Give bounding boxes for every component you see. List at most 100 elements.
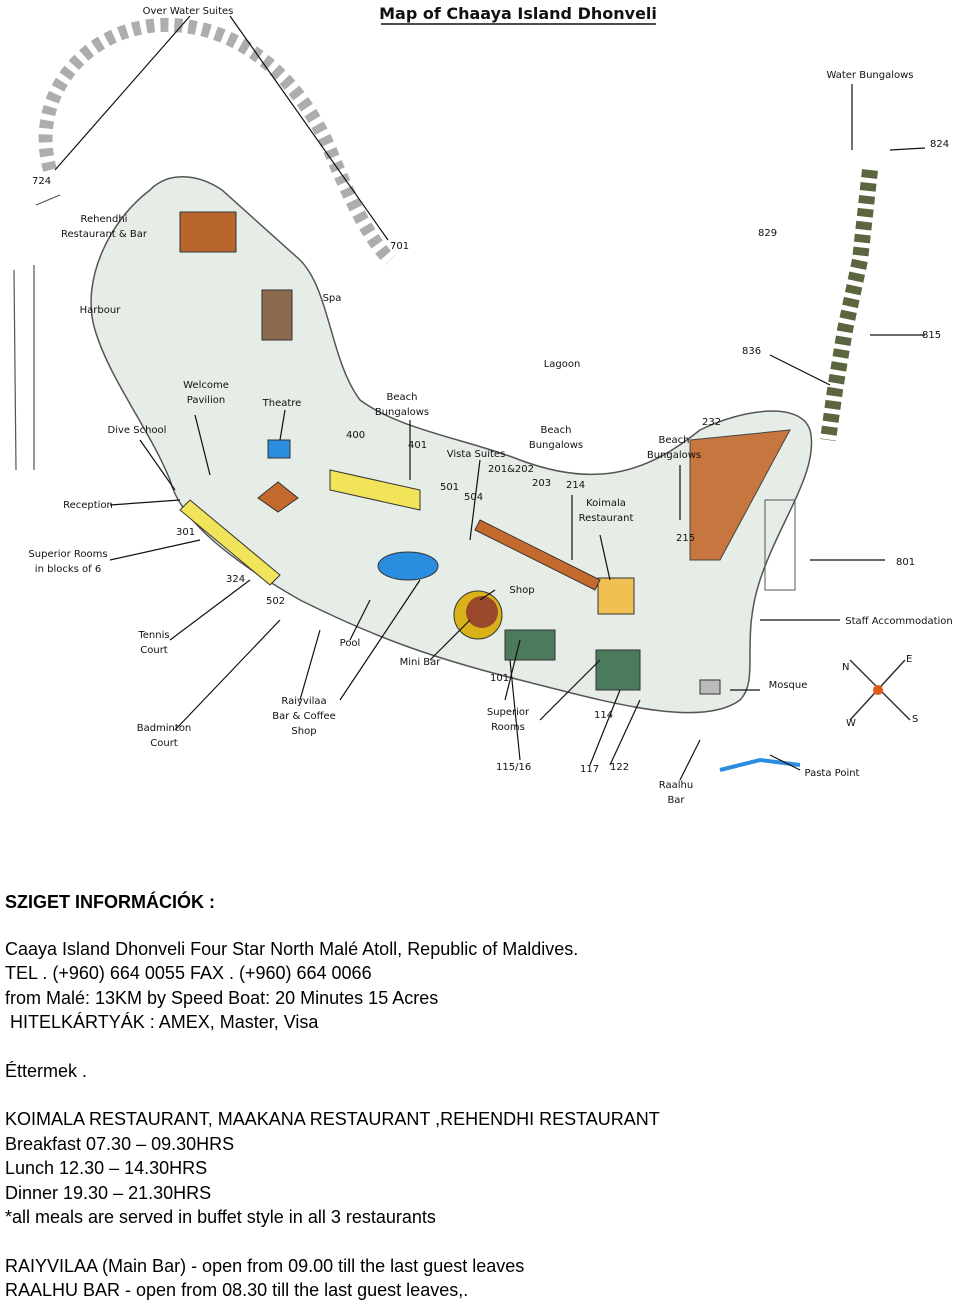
num-724: 724 [32,176,51,187]
over-water-suites-arc [38,17,396,265]
label-bar-coffee: Bar & Coffee [272,711,336,722]
label-raalhu: Raalhu [659,780,693,791]
map-title: Map of Chaaya Island Dhonveli [379,4,657,23]
breakfast-hours: Breakfast 07.30 – 09.30HRS [5,1133,235,1154]
superior-rooms-row [179,499,281,586]
num-829: 829 [758,228,777,239]
label-restaurant-bar: Restaurant & Bar [61,229,148,240]
label-theatre: Theatre [262,398,302,409]
num-504: 504 [464,492,483,503]
num-115-16: 115/16 [496,762,531,773]
label-shop: Shop [509,585,534,596]
label-tennis-court: Court [140,645,168,656]
info-heading: SZIGET INFORMÁCIÓK : [5,892,215,912]
num-836: 836 [742,346,761,357]
rehendhi-restaurant-building [179,211,237,253]
label-rehendhi: Rehendhi [81,214,128,225]
label-beach-1: Beach [387,392,418,403]
num-101: 101 [490,673,509,684]
label-pavilion: Pavilion [187,395,225,406]
num-401: 401 [408,440,427,451]
label-bungalows-2: Bungalows [529,440,583,451]
label-mini-bar: Mini Bar [400,657,442,668]
num-117: 117 [580,764,599,775]
label-superior-rooms: Superior Rooms [28,549,107,560]
num-201-202: 201&202 [488,464,534,475]
num-232: 232 [702,417,721,428]
num-824: 824 [930,139,949,150]
label-tennis: Tennis [137,630,169,641]
label-over-water-suites: Over Water Suites [143,6,234,17]
raalhu-bar-building [595,649,641,691]
num-815: 815 [922,330,941,341]
restaurants-heading: Éttermek . [5,1060,88,1081]
label-pool: Pool [340,638,361,649]
spa-building [261,289,293,341]
num-324: 324 [226,574,245,585]
label-dive-school: Dive School [108,425,167,436]
compass-n: N [842,662,849,673]
num-203: 203 [532,478,551,489]
raiyvilaa-bar-hours: RAIYVILAA (Main Bar) - open from 09.00 t… [5,1255,525,1276]
label-bungalows-3: Bungalows [647,450,701,461]
raalhu-bar-hours: RAALHU BAR - open from 08.30 till the la… [5,1280,469,1300]
island-map-drawing: Map of Chaaya Island Dhonveli N E S W [13,4,953,806]
label-lagoon: Lagoon [544,359,581,370]
num-114: 114 [594,710,613,721]
map-arrows [54,15,926,781]
buffet-note: *all meals are served in buffet style in… [5,1207,436,1227]
label-raiyvilaa: Raiyvilaa [281,696,326,707]
num-701: 701 [390,241,409,252]
label-badminton: Badminton [137,723,192,734]
info-resort-line: Caaya Island Dhonveli Four Star North Ma… [5,938,579,959]
dinner-hours: Dinner 19.30 – 21.30HRS [5,1182,212,1203]
koimala-restaurant-building [597,577,635,615]
label-mosque: Mosque [769,680,808,691]
num-801: 801 [896,557,915,568]
info-distance-line: from Malé: 13KM by Speed Boat: 20 Minute… [5,987,439,1008]
label-pasta-point: Pasta Point [805,768,860,779]
label-water-bungalows: Water Bungalows [826,70,913,81]
label-harbour: Harbour [80,305,122,316]
beach-bungalows-row [329,469,421,511]
staff-accommodation [764,499,796,591]
island-map: Map of Chaaya Island Dhonveli N E S W [13,4,953,806]
label-superior: Superior [487,707,530,718]
num-122: 122 [610,762,629,773]
label-vista-suites: Vista Suites [447,449,506,460]
pasta-point-wave [719,757,801,772]
compass-e: E [906,654,912,665]
label-raalhu-bar: Bar [667,795,685,806]
island-info: SZIGET INFORMÁCIÓK : Caaya Island Dhonve… [5,890,955,1303]
beach-bungalows-row-east [689,429,791,561]
compass-s: S [912,714,918,725]
label-koimala: Koimala [586,498,626,509]
harbour-jetty [13,194,61,471]
label-in-blocks-of-6: in blocks of 6 [35,564,101,575]
label-staff-accommodation: Staff Accommodation [845,616,952,627]
superior-rooms-block [504,629,556,661]
label-beach-2: Beach [541,425,572,436]
num-400: 400 [346,430,365,441]
water-bungalows-jetty [820,169,878,442]
num-301: 301 [176,527,195,538]
mosque-building [699,679,721,695]
info-contact-line: TEL . (+960) 664 0055 FAX . (+960) 664 0… [5,963,372,983]
compass-rose: N E S W [842,654,918,729]
pool [377,551,439,581]
welcome-pavilion-building [257,481,299,513]
num-215: 215 [676,533,695,544]
label-bungalows-1: Bungalows [375,407,429,418]
label-rooms: Rooms [491,722,525,733]
label-badminton-court: Court [150,738,178,749]
label-welcome: Welcome [183,380,229,391]
lunch-hours: Lunch 12.30 – 14.30HRS [5,1158,208,1178]
num-501: 501 [440,482,459,493]
shop-roof [466,596,498,628]
compass-w: W [846,718,856,729]
num-214: 214 [566,480,585,491]
label-koimala-restaurant: Restaurant [579,513,634,524]
label-reception: Reception [63,500,113,511]
info-credit-cards-line: HITELKÁRTYÁK : AMEX, Master, Visa [5,1012,319,1032]
restaurants-list: KOIMALA RESTAURANT, MAAKANA RESTAURANT ,… [5,1109,660,1129]
